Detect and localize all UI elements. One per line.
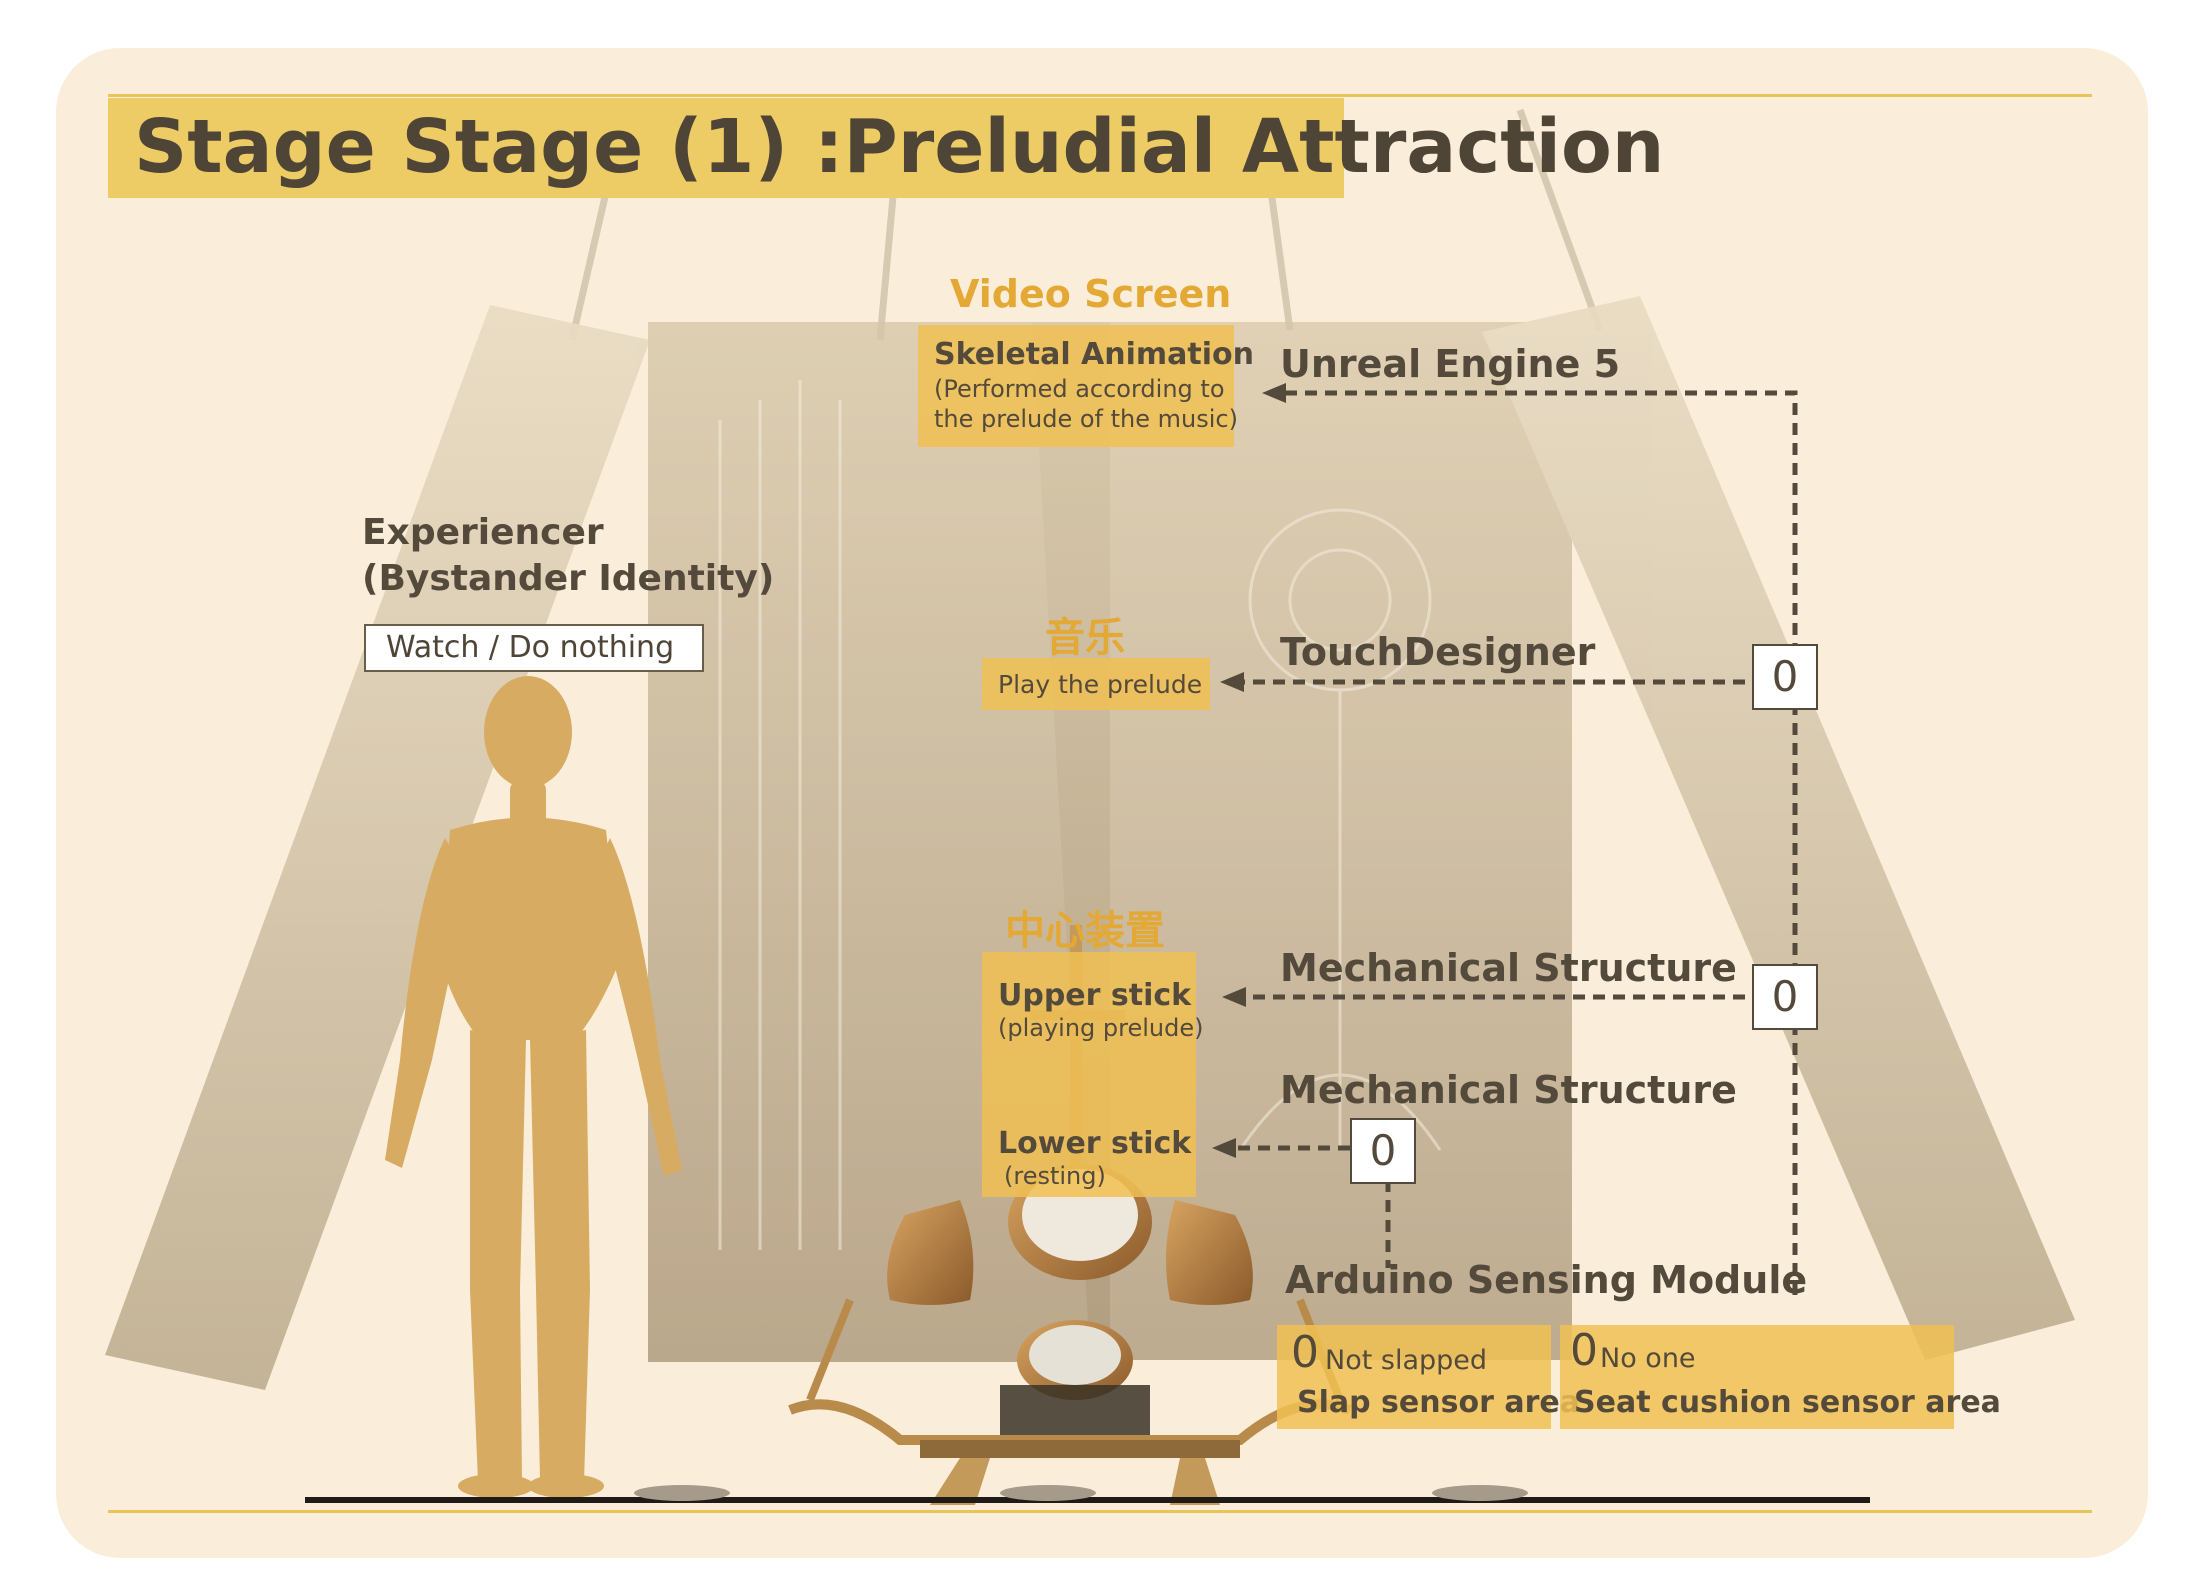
mechanical-structure-label-2: Mechanical Structure: [1280, 1068, 1737, 1112]
seat-sensor-value: 0: [1570, 1325, 1598, 1376]
top-rule: [108, 94, 2092, 97]
slap-sensor-value: 0: [1291, 1327, 1319, 1378]
lower-stick-signal-value: 0: [1350, 1118, 1416, 1184]
experiencer-identity: (Bystander Identity): [362, 558, 775, 599]
skeletal-animation-title: Skeletal Animation: [934, 337, 1254, 372]
upper-stick-sub: (playing prelude): [998, 1014, 1204, 1042]
play-prelude-text: Play the prelude: [998, 670, 1203, 699]
lower-stick-sub: (resting): [1004, 1162, 1106, 1190]
skeletal-animation-line2: the prelude of the music): [934, 405, 1238, 433]
slap-sensor-state: Not slapped: [1325, 1345, 1488, 1376]
skeletal-animation-line1: (Performed according to: [934, 375, 1225, 403]
seat-sensor-box: 0 No one Seat cushion sensor area: [1560, 1325, 2001, 1429]
title-banner: [108, 98, 1344, 198]
mechanical-structure-label-1: Mechanical Structure: [1280, 946, 1737, 990]
upper-stick-title: Upper stick: [998, 978, 1192, 1013]
arrowheads: [1212, 383, 1286, 1158]
seat-sensor-state: No one: [1600, 1343, 1696, 1374]
play-prelude-box: Play the prelude: [982, 658, 1210, 710]
floor-pads: [634, 1485, 1528, 1501]
experiencer-label: Experiencer: [362, 512, 604, 553]
video-screen-heading: Video Screen: [950, 272, 1232, 316]
bottom-rule: [108, 1510, 2092, 1513]
seat-sensor-label: Seat cushion sensor area: [1574, 1385, 2001, 1420]
center-device-heading: 中心装置: [1005, 908, 1165, 954]
arduino-sensing-label: Arduino Sensing Module: [1285, 1258, 1808, 1302]
center-device-box: Upper stick (playing prelude) Lower stic…: [982, 952, 1204, 1197]
stage-floor-line: [305, 1497, 1870, 1503]
mechanical-signal-value: 0: [1752, 964, 1818, 1030]
touchdesigner-signal-value: 0: [1752, 644, 1818, 710]
slap-sensor-label: Slap sensor area: [1297, 1385, 1580, 1420]
video-screens: [105, 296, 2075, 1390]
slap-sensor-box: 0 Not slapped Slap sensor area: [1277, 1325, 1580, 1429]
touchdesigner-label: TouchDesigner: [1280, 630, 1596, 674]
skeletal-animation-box: Skeletal Animation (Performed according …: [918, 325, 1254, 447]
unreal-engine-label: Unreal Engine 5: [1280, 342, 1621, 386]
music-heading: 音乐: [1045, 615, 1125, 661]
lower-stick-title: Lower stick: [998, 1126, 1192, 1161]
page-title: Stage Stage (1) :Preludial Attraction: [134, 104, 1665, 190]
experiencer-action-box: Watch / Do nothing: [364, 624, 704, 672]
mannequin-figure: [385, 676, 682, 1498]
